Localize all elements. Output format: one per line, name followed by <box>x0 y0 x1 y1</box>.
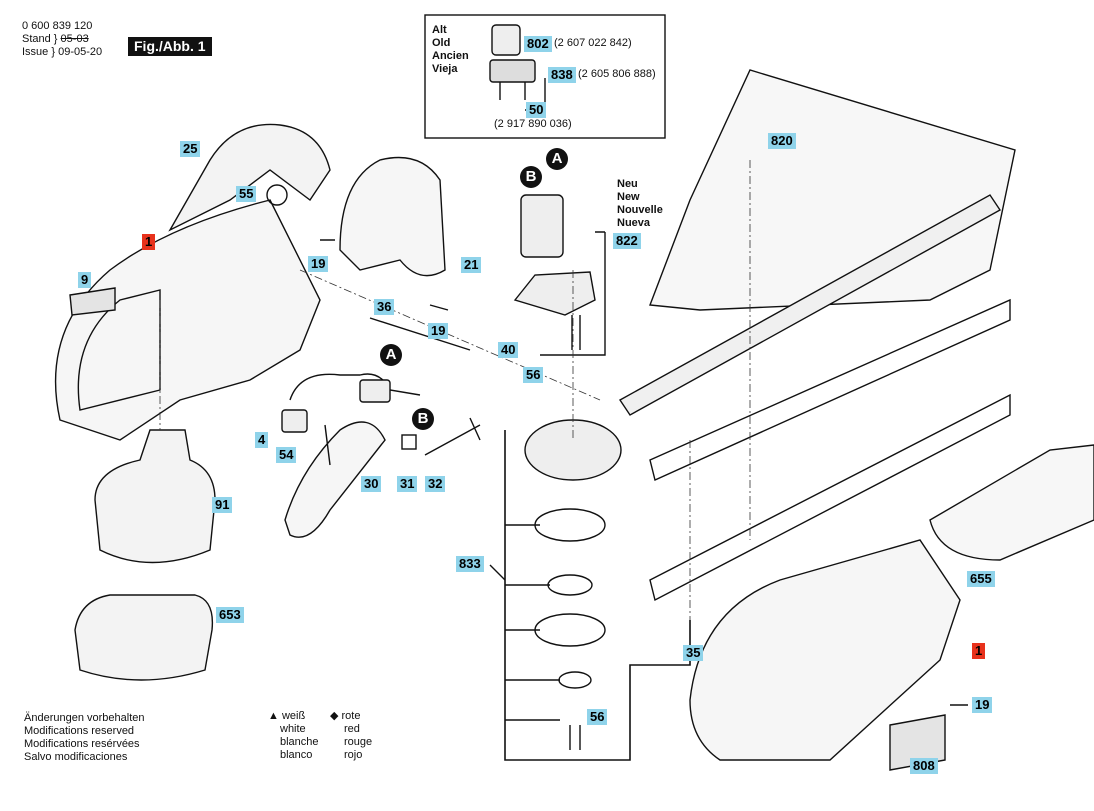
legend-red-line: rojo <box>344 749 363 761</box>
inset-part-ref: 838 <box>548 67 576 83</box>
new-label-line: Nouvelle <box>617 204 663 216</box>
part-tag-30: 30 <box>361 476 382 492</box>
stand-old-date: 05-03 <box>60 33 89 45</box>
footer-note: Modifications reserved <box>24 725 135 737</box>
legend-white-line: blanco <box>280 749 313 761</box>
legend-white-line: white <box>280 723 306 735</box>
inset-title-line: Ancien <box>432 50 469 62</box>
part-tag-9: 9 <box>78 272 92 288</box>
inset-title-line: Vieja <box>432 63 458 75</box>
part-tag-25: 25 <box>180 141 201 157</box>
part-tag-4: 4 <box>255 432 269 448</box>
inset-title: Alt Old Ancien Vieja <box>432 24 469 76</box>
new-label-line: Neu <box>617 178 638 190</box>
inset-part-number: (2 607 022 842) <box>554 37 632 49</box>
inset-title-line: Alt <box>432 24 447 36</box>
marker-a: A <box>546 148 568 170</box>
new-label-line: New <box>617 191 640 203</box>
figure-title: Fig./Abb. 1 <box>128 37 212 56</box>
document-code: 0 600 839 120 <box>22 20 93 32</box>
inset-part-number: (2 917 890 036) <box>494 118 572 130</box>
inset-part-ref: 802 <box>524 36 552 52</box>
part-tag-820: 820 <box>768 133 796 149</box>
part-tag-1: 1 <box>142 234 156 250</box>
part-tag-822: 822 <box>613 233 641 249</box>
legend-white-line: blanche <box>280 736 319 748</box>
document-header: 0 600 839 120 Stand } 05-03 Issue } 09-0… <box>22 20 103 58</box>
legend-red-line: rouge <box>344 736 373 748</box>
legend-red: ◆ rote red rouge rojo <box>330 710 373 761</box>
part-tag-1: 1 <box>972 643 986 659</box>
new-label: Neu New Nouvelle Nueva <box>617 178 663 230</box>
part-tag-56: 56 <box>523 367 544 383</box>
footer-note: Änderungen vorbehalten <box>24 712 145 724</box>
inset-title-line: Old <box>432 37 451 49</box>
legend-red-line: rote <box>341 710 361 722</box>
issue-label: Issue <box>22 46 49 58</box>
part-tag-55: 55 <box>236 186 257 202</box>
footer-note: Modifications resérvées <box>24 738 140 750</box>
part-tag-19: 19 <box>428 323 449 339</box>
inset-part-number: (2 605 806 888) <box>578 68 656 80</box>
marker-a: A <box>380 344 402 366</box>
part-tag-56: 56 <box>587 709 608 725</box>
part-tag-54: 54 <box>276 447 297 463</box>
footer-notes: Änderungen vorbehalten Modifications res… <box>24 712 144 764</box>
new-label-line: Nueva <box>617 217 651 229</box>
marker-b: B <box>412 408 434 430</box>
part-tag-32: 32 <box>425 476 446 492</box>
part-tag-808: 808 <box>910 758 938 774</box>
part-tag-655: 655 <box>967 571 995 587</box>
inset-part-ref: 50 <box>526 102 547 118</box>
stand-label: Stand <box>22 33 51 45</box>
marker-b: B <box>520 166 542 188</box>
part-tag-31: 31 <box>397 476 418 492</box>
legend-white: ▲ weiß white blanche blanco <box>268 710 319 761</box>
part-tag-40: 40 <box>498 342 519 358</box>
legend-red-line: red <box>344 723 360 735</box>
part-tag-21: 21 <box>461 257 482 273</box>
part-tag-653: 653 <box>216 607 244 623</box>
legend-white-line: weiß <box>281 710 306 722</box>
part-tag-19: 19 <box>308 256 329 272</box>
part-tag-35: 35 <box>683 645 704 661</box>
part-tag-19: 19 <box>972 697 993 713</box>
issue-date: 09-05-20 <box>58 46 103 58</box>
part-tag-91: 91 <box>212 497 233 513</box>
part-tag-833: 833 <box>456 556 484 572</box>
footer-note: Salvo modificaciones <box>24 751 128 763</box>
part-tag-36: 36 <box>374 299 395 315</box>
